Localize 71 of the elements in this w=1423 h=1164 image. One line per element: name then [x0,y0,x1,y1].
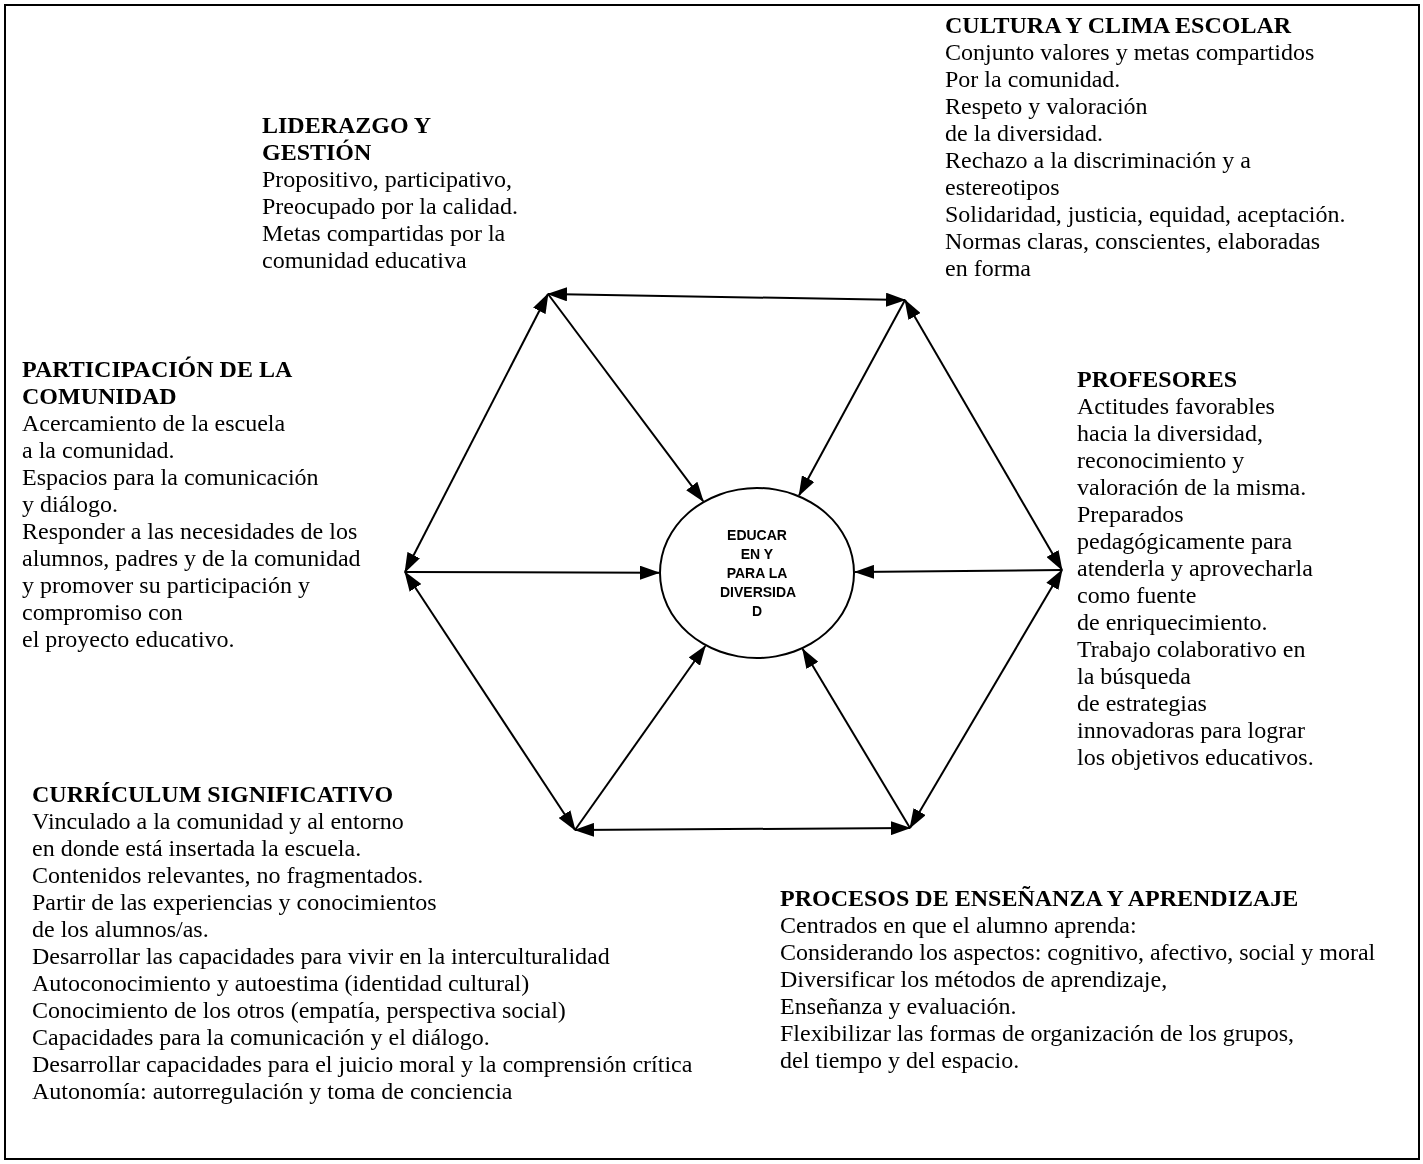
body-text: Flexibilizar las formas de organización de los grupos, [780,1020,1295,1047]
body-text: Autoconocimiento y autoestima (identidad cultural) [32,970,530,997]
body-text: compromiso con [22,599,183,626]
body-text: Actitudes favorables [1077,393,1275,420]
body-text: y diálogo. [22,491,118,518]
body-text: estereotipos [945,174,1060,201]
body-text: Por la comunidad. [945,66,1121,93]
arrow [404,293,549,573]
body-text: los objetivos educativos. [1077,744,1314,771]
body-text: Espacios para la comunicación [22,464,319,491]
arrow [574,821,911,837]
body-text: innovadoras para lograr [1077,717,1305,744]
body-text: Conjunto valores y metas compartidos [945,39,1315,66]
body-text: Solidaridad, justicia, equidad, aceptación. [945,201,1346,228]
body-text: Contenidos relevantes, no fragmentados. [32,862,424,889]
arrow [801,648,911,829]
body-text: Conocimiento de los otros (empatía, perspectiva social) [32,997,566,1024]
arrow [854,564,1063,579]
arrow [904,299,1063,571]
body-text: Respeto y valoración [945,93,1148,120]
body-text: hacia la diversidad, [1077,420,1263,447]
body-text: alumnos, padres y de la comunidad [22,545,361,572]
section-heading: LIDERAZGO Y GESTIÓN [262,112,432,166]
body-text: Autonomía: autorregulación y toma de conciencia [32,1078,513,1105]
section-heading: PROFESORES [1077,366,1239,393]
body-text: en forma [945,255,1031,282]
body-text: Partir de las experiencias y conocimientos [32,889,437,916]
body-text: Capacidades para la comunicación y el diálogo. [32,1024,490,1051]
body-text: de enriquecimiento. [1077,609,1268,636]
body-text: la búsqueda [1077,663,1191,690]
body-text: Preparados [1077,501,1184,528]
body-text: el proyecto educativo. [22,626,235,653]
body-text: a la comunidad. [22,437,175,464]
body-text: Acercamiento de la escuela [22,410,286,437]
body-text: del tiempo y del espacio. [780,1047,1020,1074]
body-text: pedagógicamente para [1077,528,1293,555]
arrow [404,571,576,831]
arrow [574,645,707,831]
body-text: como fuente [1077,582,1197,609]
section-heading: CULTURA Y CLIMA ESCOLAR [945,12,1293,39]
body-text: Diversificar los métodos de aprendizaje, [780,966,1168,993]
body-text: Considerando los aspectos: cognitivo, afectivo, social y moral [780,939,1376,966]
body-text: y promover su participación y [22,572,310,599]
body-text: Propositivo, participativo, [262,166,512,193]
arrow [798,299,906,497]
body-text: de estrategias [1077,690,1207,717]
section-heading: CURRÍCULUM SIGNIFICATIVO [32,781,395,808]
body-text: reconocimiento y [1077,447,1245,474]
body-text: Vinculado a la comunidad y al entorno [32,808,404,835]
body-text: atenderla y aprovecharla [1077,555,1313,582]
body-text: Rechazo a la discriminación y a [945,147,1251,174]
body-text: Preocupado por la calidad. [262,193,518,220]
body-text: Enseñanza y evaluación. [780,993,1017,1020]
body-text: Metas compartidas por la [262,220,506,247]
center-label: EDUCAR EN Y PARA LA DIVERSIDA D [720,525,794,621]
section-heading: PARTICIPACIÓN DE LA COMUNIDAD [22,356,293,410]
body-text: Desarrollar las capacidades para vivir en la interculturalidad [32,943,610,970]
body-text: Centrados en que el alumno aprenda: [780,912,1137,939]
body-text: Desarrollar capacidades para el juicio moral y la comprensión crítica [32,1051,693,1078]
body-text: Responder a las necesidades de los [22,518,358,545]
body-text: en donde está insertada la escuela. [32,835,362,862]
body-text: comunidad educativa [262,247,467,274]
arrow [909,569,1063,829]
body-text: valoración de la misma. [1077,474,1307,501]
body-text: de los alumnos/as. [32,916,209,943]
arrow [547,287,906,307]
body-text: Trabajo colaborativo en [1077,636,1306,663]
section-heading: PROCESOS DE ENSEÑANZA Y APRENDIZAJE [780,885,1300,912]
body-text: Normas claras, conscientes, elaboradas [945,228,1321,255]
body-text: de la diversidad. [945,120,1103,147]
arrow [404,565,660,580]
